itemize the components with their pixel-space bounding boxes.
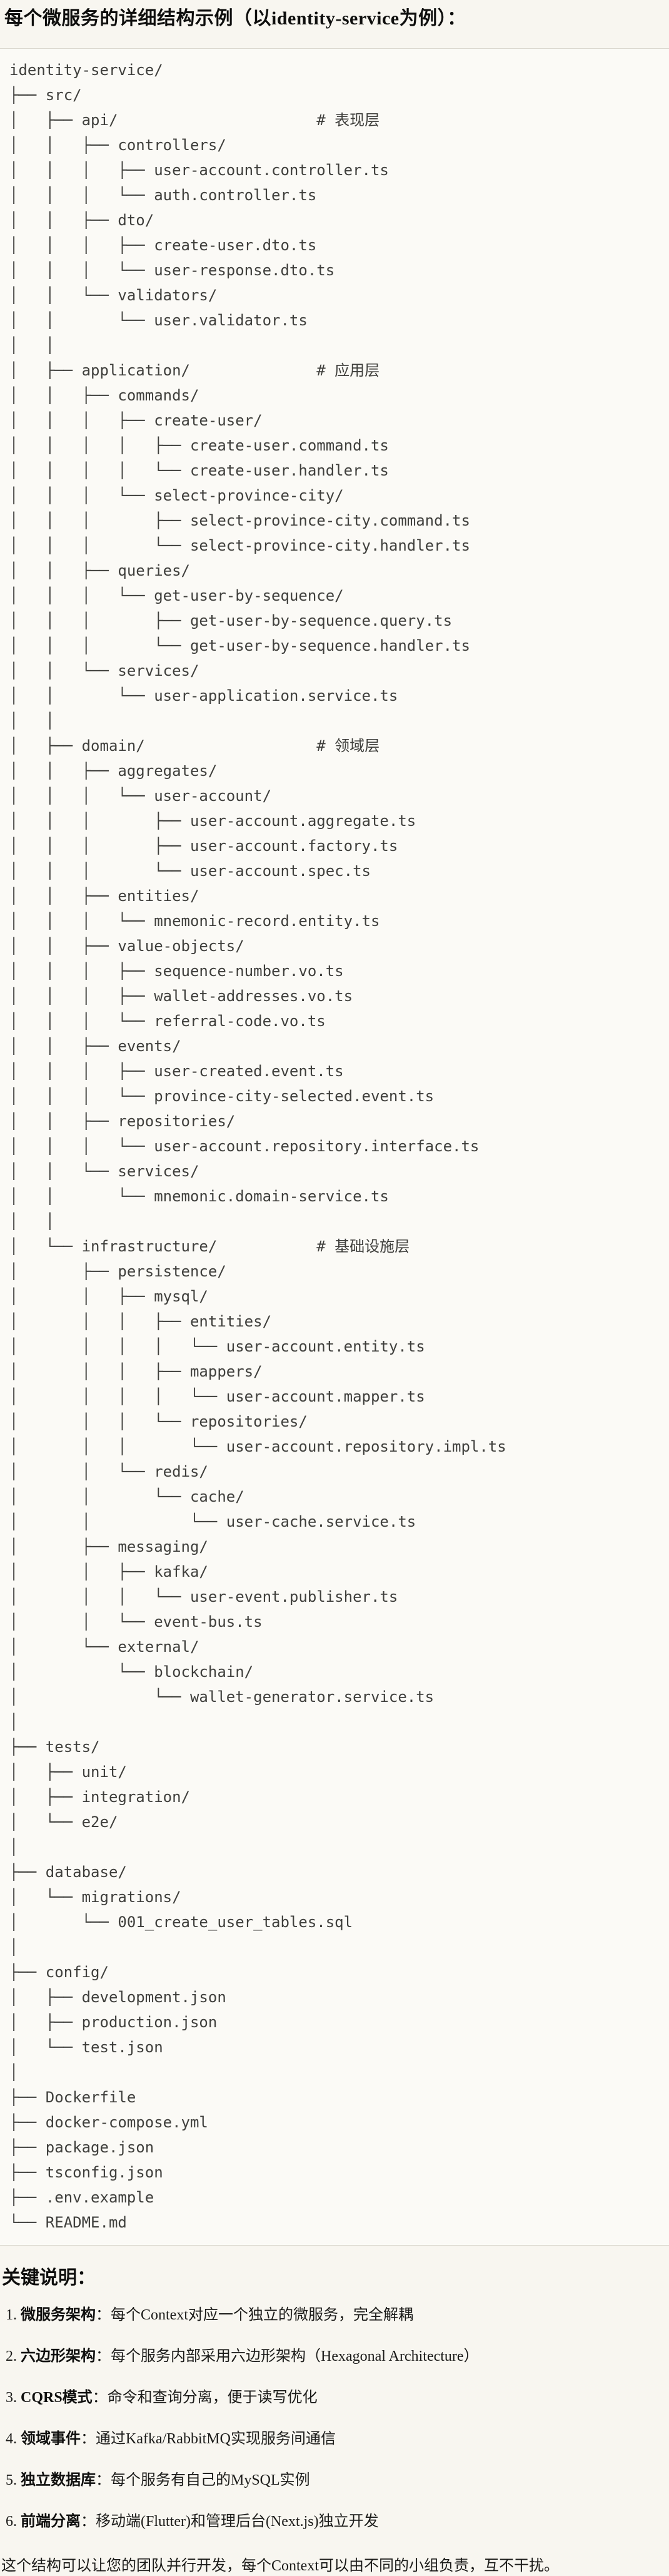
- notes-section: 关键说明： 1.微服务架构：每个Context对应一个独立的微服务，完全解耦 2…: [0, 2264, 669, 2576]
- note-item: 5.独立数据库：每个服务有自己的MySQL实例: [6, 2471, 661, 2490]
- note-label: 独立数据库: [21, 2472, 96, 2488]
- note-text: ：移动端(Flutter)和管理后台(Next.js)独立开发: [81, 2513, 379, 2530]
- note-number: 1.: [6, 2307, 17, 2323]
- note-item: 1.微服务架构：每个Context对应一个独立的微服务，完全解耦: [6, 2306, 661, 2324]
- note-number: 3.: [6, 2390, 17, 2406]
- page-title: 每个微服务的详细结构示例（以identity-service为例）：: [4, 8, 466, 29]
- note-item: 3.CQRS模式：命令和查询分离，便于读写优化: [6, 2388, 661, 2407]
- notes-heading: 关键说明：: [2, 2268, 96, 2288]
- note-label: CQRS模式: [21, 2390, 93, 2406]
- note-text: ：每个Context对应一个独立的微服务，完全解耦: [96, 2307, 413, 2323]
- notes-list: 1.微服务架构：每个Context对应一个独立的微服务，完全解耦 2.六边形架构…: [1, 2306, 661, 2531]
- note-text: ：每个服务有自己的MySQL实例: [96, 2472, 310, 2488]
- note-number: 2.: [6, 2348, 17, 2365]
- note-label: 前端分离: [21, 2513, 81, 2530]
- note-number: 5.: [6, 2472, 17, 2488]
- note-item: 4.领域事件：通过Kafka/RabbitMQ实现服务间通信: [6, 2430, 661, 2448]
- note-item: 2.六边形架构：每个服务内部采用六边形架构（Hexagonal Architec…: [6, 2347, 661, 2366]
- note-label: 微服务架构: [21, 2307, 96, 2323]
- note-text: ：命令和查询分离，便于读写优化: [92, 2390, 318, 2406]
- note-label: 领域事件: [21, 2431, 81, 2447]
- note-number: 6.: [6, 2513, 17, 2530]
- note-number: 4.: [6, 2431, 17, 2447]
- note-label: 六边形架构: [21, 2348, 96, 2365]
- directory-tree: identity-service/ ├── src/ │ ├── api/ # …: [9, 61, 506, 2231]
- footer-paragraph: 这个结构可以让您的团队并行开发，每个Context可以由不同的小组负责，互不干扰…: [1, 2558, 559, 2574]
- note-text: ：每个服务内部采用六边形架构（Hexagonal Architecture）: [96, 2348, 479, 2365]
- note-item: 6.前端分离：移动端(Flutter)和管理后台(Next.js)独立开发: [6, 2512, 661, 2531]
- note-text: ：通过Kafka/RabbitMQ实现服务间通信: [81, 2431, 336, 2447]
- code-block: identity-service/ ├── src/ │ ├── api/ # …: [0, 48, 669, 2246]
